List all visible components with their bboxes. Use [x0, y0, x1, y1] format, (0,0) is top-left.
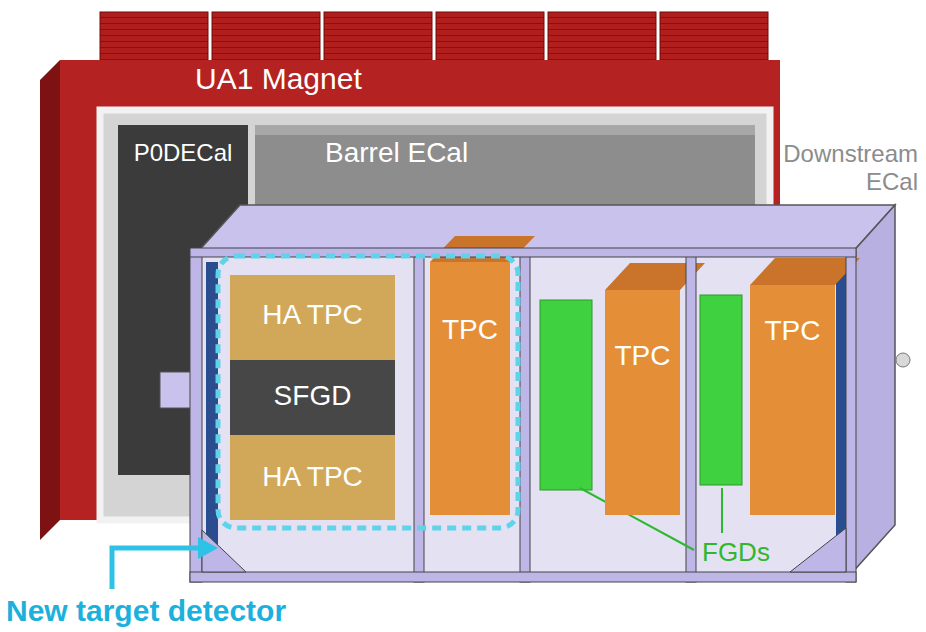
ecal-module: Barrel ECal	[255, 125, 755, 185]
node-text: HA TPC	[236, 299, 389, 331]
beam-pipe	[896, 353, 910, 367]
module-top	[750, 258, 860, 285]
ecal-module: P0DECal	[118, 125, 248, 185]
frame-brace	[790, 528, 846, 572]
node-text: SFGD	[236, 380, 389, 412]
node-text: Barrel ECal	[325, 137, 751, 169]
yoke-segment	[548, 12, 656, 62]
yoke-segment	[324, 12, 432, 62]
tpc-module: HA TPC	[230, 435, 395, 520]
yoke-side	[40, 60, 60, 540]
ecal-panel	[836, 262, 846, 568]
frame-bar	[686, 250, 696, 582]
node-text: TPC	[436, 314, 504, 346]
part-label: Downstream ECal	[780, 140, 920, 195]
fgd-module	[540, 300, 592, 490]
tpc-module: TPC	[605, 290, 680, 515]
frame-bar	[190, 250, 202, 582]
node-text: HA TPC	[236, 461, 389, 493]
frame-bar	[414, 250, 424, 582]
frame-bar	[846, 250, 856, 582]
node-text: P0DECal	[122, 139, 244, 167]
yoke-segment	[436, 12, 544, 62]
yoke-segment	[100, 12, 208, 62]
frame-bar	[520, 250, 530, 582]
fgd-module	[700, 295, 742, 485]
barrel-ecal-edge	[255, 125, 755, 135]
yoke-segment	[660, 12, 768, 62]
yoke-segment	[212, 12, 320, 62]
highlight-box	[218, 256, 518, 528]
leader-line	[721, 488, 723, 533]
node-text: TPC	[756, 315, 829, 347]
node-text: UA1 Magnet	[195, 62, 780, 97]
callout-arrow	[112, 548, 200, 589]
tpc-module: HA TPC	[230, 275, 395, 360]
callout-label: New target detector	[4, 594, 288, 629]
target-module: SFGD	[230, 360, 395, 435]
tpc-module: TPC	[430, 262, 510, 515]
part-label: FGDs	[700, 538, 772, 568]
node-text: TPC	[611, 340, 674, 372]
arrow-head	[198, 537, 218, 559]
frame-bar	[190, 572, 856, 582]
tpc-module: TPC	[750, 285, 835, 515]
